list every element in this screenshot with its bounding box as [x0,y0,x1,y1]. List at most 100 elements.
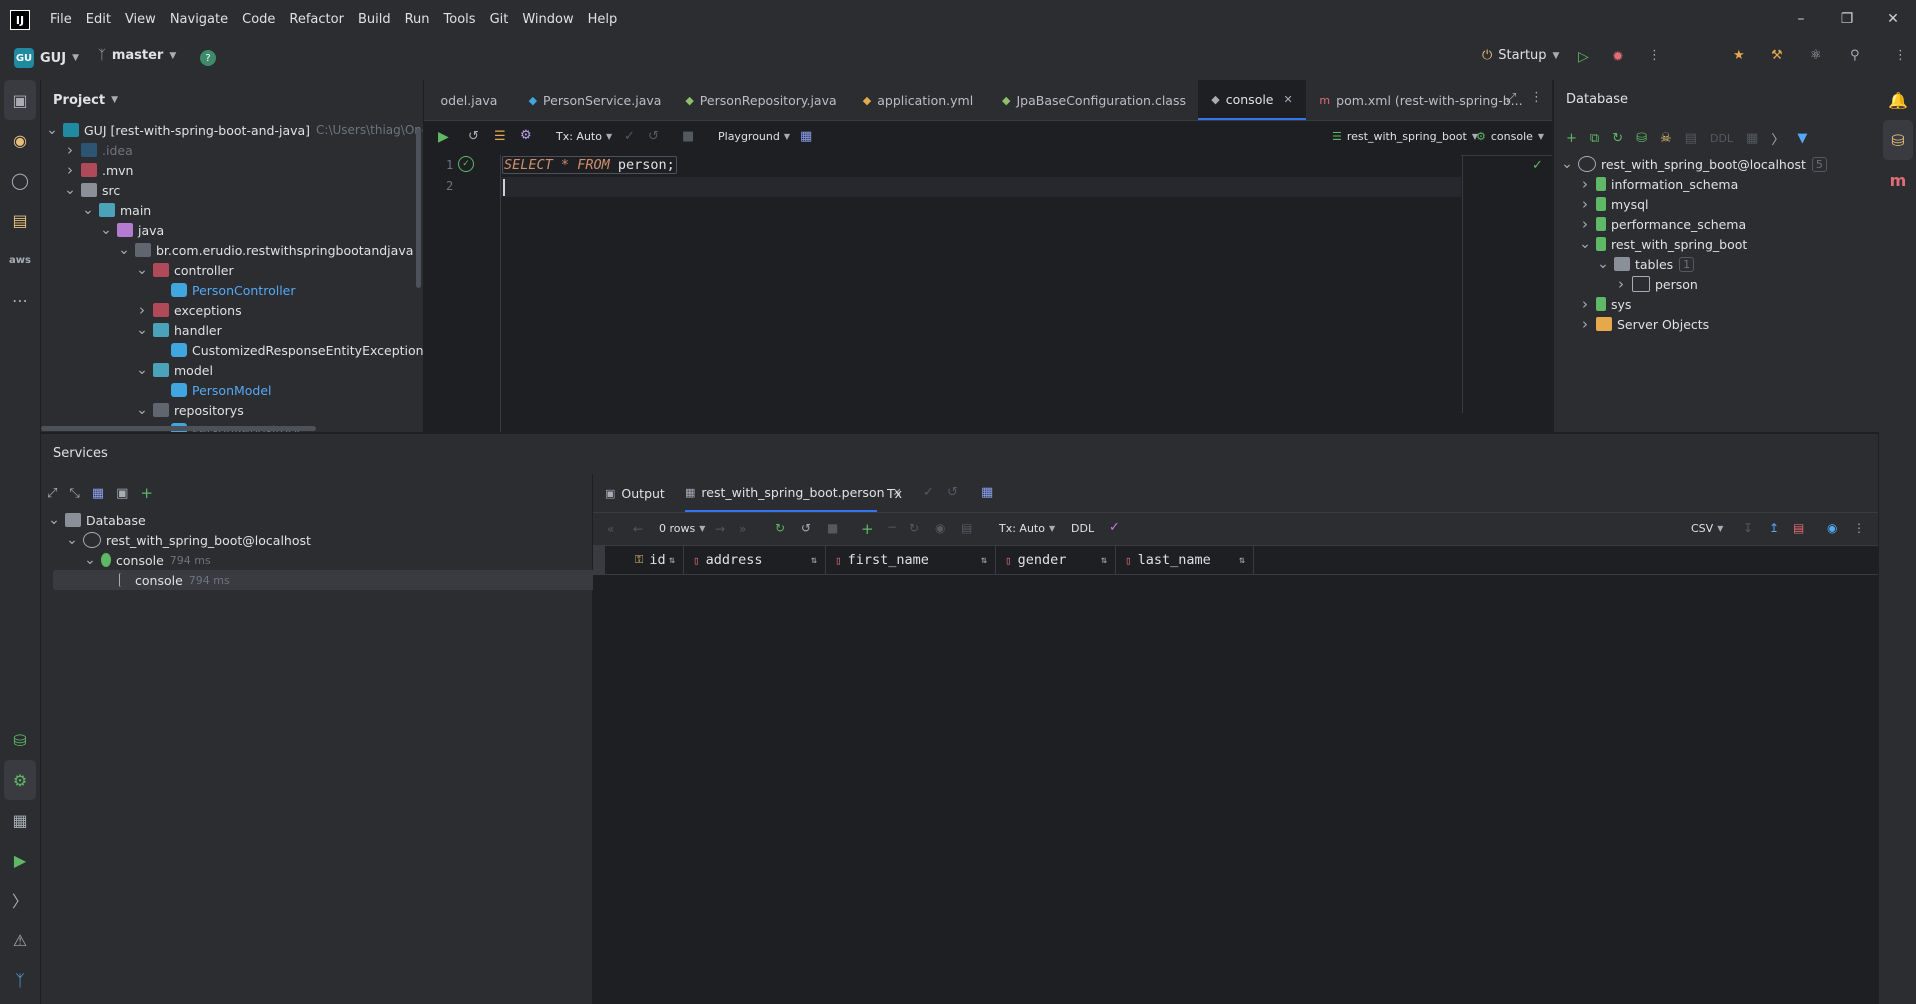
collapse-all-icon[interactable]: ⤡ [69,485,80,501]
session-selector[interactable]: ⚙ console ▼ [1476,130,1544,143]
chevron-down-icon[interactable]: ⌄ [118,242,130,258]
chevron-down-icon[interactable]: ⌄ [82,202,94,218]
no-problems-check-icon[interactable]: ✓ [1532,158,1543,173]
results-tab[interactable]: ▣Output [605,474,675,512]
project-tree-item[interactable]: PersonModel [153,380,272,400]
sort-icon[interactable]: ⇅ [980,554,987,566]
eye-icon[interactable]: ◉ [1827,521,1838,535]
datasource-selector[interactable]: ☰ rest_with_spring_boot ▼ [1332,130,1478,143]
jump-to-console-icon[interactable]: ☠ [1660,130,1672,146]
add-service-icon[interactable]: + [140,484,153,502]
project-tree-item[interactable]: ›.idea [63,140,133,160]
compare-icon[interactable]: ▤ [1793,521,1805,535]
chevron-right-icon[interactable]: › [1582,175,1588,193]
reload-icon[interactable]: ↻ [775,521,786,535]
sort-icon[interactable]: ⇅ [1238,554,1245,566]
column-header[interactable]: ▯address⇅ [683,546,826,574]
sql-statement[interactable]: SELECT * FROM person; [502,156,677,174]
execute-icon[interactable]: ▶ [438,129,449,145]
add-icon[interactable]: + [1566,130,1577,146]
database-stripe-icon[interactable]: ⛁ [13,730,27,750]
menu-item-tools[interactable]: Tools [443,11,476,27]
execution-success-icon[interactable]: ✓ [458,156,474,172]
new-tab-icon[interactable]: ▣ [116,485,129,501]
menu-item-window[interactable]: Window [522,11,574,27]
chevron-down-icon[interactable]: ⌄ [64,182,76,198]
restore-icon[interactable]: ❐ [1840,11,1854,27]
more-options-icon[interactable]: ⋮ [1853,521,1865,535]
project-tree-item[interactable]: ⌄model [135,360,213,380]
project-tree-scrollbar[interactable] [416,128,421,288]
code-with-me-icon[interactable]: ★ [1733,48,1745,63]
menu-item-navigate[interactable]: Navigate [169,11,229,27]
notifications-icon[interactable]: 🔔 [1888,90,1908,110]
result-tx-selector[interactable]: Tx: Auto ▼ [999,522,1055,535]
result-ddl-button[interactable]: DDL [1071,522,1095,535]
results-tab[interactable]: ▦rest_with_spring_boot.person✕ [685,474,902,512]
history-icon[interactable]: ↺ [468,129,479,144]
database-tree-item[interactable]: ›mysql [1578,194,1649,214]
column-header[interactable]: ⚿id⇅ [605,546,684,574]
chevron-right-icon[interactable]: › [1582,195,1588,213]
chevron-right-icon[interactable]: › [1582,315,1588,333]
chevron-down-icon[interactable]: ⌄ [1579,236,1591,252]
git-icon[interactable]: ᛉ [15,970,25,990]
column-header[interactable]: ▯gender⇅ [995,546,1116,574]
editor-tab[interactable]: ◆PersonRepository.java [676,80,846,120]
project-selector[interactable]: GU GUJ ▼ [14,48,79,68]
problems-icon[interactable]: ⚠ [12,930,28,950]
editor-tab[interactable]: ◆application.yml [846,80,990,120]
expand-all-icon[interactable]: ⤢ [47,485,58,501]
chevron-down-icon[interactable]: ⌄ [100,222,112,238]
run-icon[interactable]: ▷ [1578,49,1589,65]
query-settings-icon[interactable]: ☰ [494,129,506,144]
chevron-down-icon[interactable]: ⌄ [1597,256,1609,272]
results-tab[interactable]: Tx [887,474,917,512]
chevron-right-icon[interactable]: › [139,301,145,319]
tx-mode-selector[interactable]: Tx: Auto ▼ [556,130,612,143]
project-tree-item[interactable]: ⌄repositorys [135,400,244,420]
add-row-icon[interactable]: + [861,520,874,538]
group-by-icon[interactable]: ▦ [91,485,105,501]
database-tree-item[interactable]: ›information_schema [1578,174,1738,194]
chevron-down-icon[interactable]: ⌄ [48,512,60,528]
menu-item-git[interactable]: Git [489,11,509,27]
table-view-icon[interactable]: ▦ [800,129,813,144]
database-tree-item[interactable]: ›person [1614,274,1698,294]
export-icon[interactable]: ↥ [1769,521,1780,535]
export-format-selector[interactable]: CSV ▼ [1691,522,1723,535]
more-actions-icon[interactable]: ⋮ [1648,48,1661,63]
database-tree-item[interactable]: ⌄rest_with_spring_boot [1578,234,1747,254]
project-tree-item[interactable]: ⌄br.com.erudio.restwithspringbootandjava [117,240,413,260]
chevron-right-icon[interactable]: › [1582,215,1588,233]
chevron-down-icon[interactable]: ⌄ [1561,156,1573,172]
project-tree-item[interactable]: ⌄src [63,180,120,200]
tools-icon[interactable]: ⚒ [1771,48,1783,63]
structure-icon[interactable]: ▤ [12,210,28,230]
project-tree-item[interactable]: ⌄controller [135,260,234,280]
chevron-down-icon[interactable]: ⌄ [66,532,78,548]
project-tree-item[interactable]: CustomizedResponseEntityExceptionHandler [153,340,423,360]
maven-icon[interactable]: m [1889,170,1907,190]
editor-tab[interactable]: odel.java [424,80,514,120]
query-history-icon[interactable]: ↺ [801,521,812,535]
database-tree-item[interactable]: ›performance_schema [1578,214,1746,234]
sort-icon[interactable]: ⇅ [668,554,675,566]
chevron-right-icon[interactable]: › [67,161,73,179]
ai-assistant-icon[interactable]: ⚛ [1810,48,1822,63]
chevron-right-icon[interactable]: › [1618,275,1624,293]
services-icon[interactable]: ⚙ [4,760,36,800]
terminal-icon[interactable]: 〉 [11,892,28,911]
menu-item-run[interactable]: Run [404,11,430,27]
menu-item-view[interactable]: View [124,11,156,27]
playground-selector[interactable]: Playground ▼ [718,130,790,143]
editor-tab[interactable]: ◆JpaBaseConfiguration.class [990,80,1198,120]
menu-item-edit[interactable]: Edit [85,11,111,27]
column-header[interactable]: ▯last_name⇅ [1115,546,1254,574]
chevron-down-icon[interactable]: ⌄ [136,322,148,338]
search-icon[interactable]: ⚲ [1850,48,1860,63]
menu-item-refactor[interactable]: Refactor [289,11,344,27]
layout-icon[interactable]: ▦ [981,485,994,500]
database-tree-item[interactable]: ›sys [1578,294,1631,314]
